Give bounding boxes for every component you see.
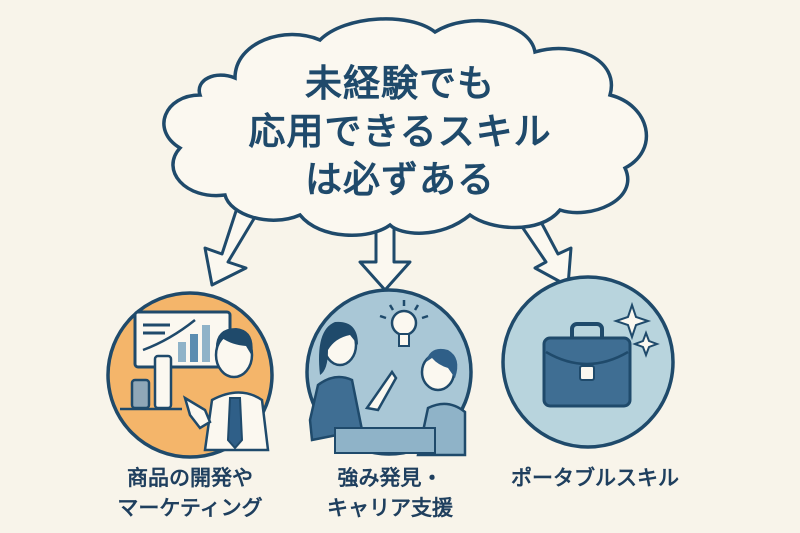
headline: 未経験でも 応用できるスキル は必ずある bbox=[200, 60, 600, 204]
label-portable-skills: ポータブルスキル bbox=[495, 463, 695, 493]
headline-line-1: 未経験でも bbox=[305, 62, 495, 105]
label-line: マーケティング bbox=[117, 496, 263, 520]
briefcase-sparkle-icon bbox=[501, 275, 675, 449]
label-product-marketing: 商品の開発や マーケティング bbox=[95, 463, 285, 523]
counseling-lightbulb-icon bbox=[305, 288, 473, 457]
presentation-person-icon bbox=[106, 291, 274, 459]
label-line: 強み発見・ bbox=[337, 466, 443, 490]
label-line: キャリア支援 bbox=[327, 496, 453, 520]
headline-line-3: は必ずある bbox=[305, 158, 495, 201]
label-line: ポータブルスキル bbox=[511, 466, 679, 490]
thought-cloud bbox=[162, 17, 649, 237]
label-line: 商品の開発や bbox=[127, 466, 253, 490]
label-strength-career: 強み発見・ キャリア支援 bbox=[300, 463, 480, 523]
headline-line-2: 応用できるスキル bbox=[248, 110, 552, 153]
arrow-left bbox=[203, 203, 260, 287]
